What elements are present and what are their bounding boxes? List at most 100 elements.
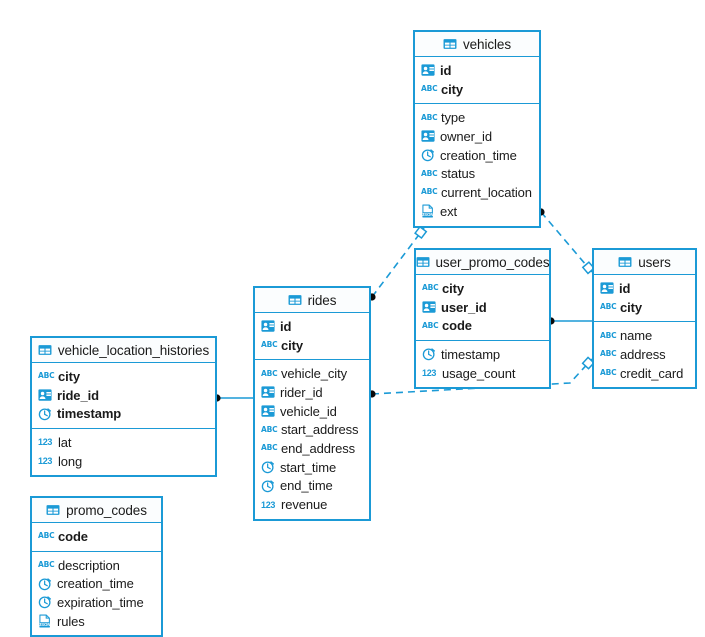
table-header-promo_codes[interactable]: promo_codes <box>32 498 161 523</box>
id-card-icon <box>600 282 614 295</box>
abc-string-icon: ABC <box>38 531 55 541</box>
field-label: id <box>619 280 631 296</box>
id-card-icon <box>38 389 52 401</box>
table-title: rides <box>307 292 337 308</box>
field-row-id[interactable]: id <box>255 317 369 336</box>
field-label: timestamp <box>57 406 122 422</box>
field-label: start_time <box>280 459 337 475</box>
table-header-rides[interactable]: rides <box>255 288 369 313</box>
field-row-rider_id[interactable]: rider_id <box>255 383 369 402</box>
field-label: vehicle_id <box>280 403 337 419</box>
field-row-revenue[interactable]: 123 revenue <box>255 495 369 514</box>
field-row-vehicle_id[interactable]: vehicle_id <box>255 402 369 421</box>
field-label: city <box>620 299 643 315</box>
123-number-icon: 123 <box>261 499 276 510</box>
table-header-vehicle_location_histories[interactable]: vehicle_location_histories <box>32 338 215 363</box>
abc-string-icon: ABC <box>261 443 278 453</box>
field-label: type <box>441 110 466 126</box>
table-grid-icon <box>618 257 632 267</box>
field-row-expiration_time[interactable]: expiration_time <box>32 593 161 612</box>
field-label: city <box>281 337 304 353</box>
field-label: revenue <box>281 497 328 513</box>
id-card-icon <box>261 320 275 333</box>
field-row-ext[interactable]: JSON ext <box>415 202 539 221</box>
relationship-vehicle_location_histories-to-rides[interactable] <box>213 394 253 402</box>
field-row-id[interactable]: id <box>594 279 695 298</box>
field-label: id <box>440 62 452 78</box>
field-row-timestamp[interactable]: timestamp <box>32 404 215 423</box>
field-row-start_time[interactable]: start_time <box>255 458 369 477</box>
clock-icon <box>421 149 435 162</box>
abc-string-icon: ABC <box>421 187 438 197</box>
abc-string-icon: ABC <box>261 340 278 350</box>
field-row-creation_time[interactable]: creation_time <box>32 574 161 593</box>
table-header-vehicles[interactable]: vehicles <box>415 32 539 57</box>
table-grid-icon <box>288 295 302 305</box>
abc-string-icon: ABC <box>422 320 439 330</box>
abc-string-icon: ABC <box>600 302 617 312</box>
table-grid-icon <box>46 505 60 515</box>
field-label: owner_id <box>440 128 492 144</box>
field-row-end_time[interactable]: end_time <box>255 477 369 496</box>
field-row-rules[interactable]: JSON rules <box>32 612 161 631</box>
123-number-icon: 123 <box>38 456 53 467</box>
field-label: start_address <box>281 422 359 438</box>
field-row-ride_id[interactable]: ride_id <box>32 386 215 405</box>
field-label: city <box>442 280 465 296</box>
table-title: user_promo_codes <box>435 254 550 270</box>
field-label: code <box>58 528 88 544</box>
field-row-user_id[interactable]: user_id <box>416 298 549 317</box>
field-label: rules <box>57 613 85 629</box>
table-header-users[interactable]: users <box>594 250 695 275</box>
table-grid-icon <box>416 257 429 267</box>
table-header-user_promo_codes[interactable]: user_promo_codes <box>416 250 550 275</box>
relationship-user_promo_codes-to-users[interactable] <box>547 317 592 325</box>
field-label: expiration_time <box>57 594 144 610</box>
json-document-icon: JSON <box>422 204 434 218</box>
field-row-timestamp[interactable]: timestamp <box>416 345 549 364</box>
abc-string-icon: ABC <box>261 424 278 434</box>
svg-text:JSON: JSON <box>422 212 434 217</box>
json-document-icon: JSON <box>39 614 51 628</box>
123-number-icon: 123 <box>38 437 53 448</box>
field-label: ext <box>440 203 458 219</box>
field-label: rider_id <box>280 384 323 400</box>
field-row-owner_id[interactable]: owner_id <box>415 127 539 146</box>
id-card-icon <box>421 130 435 143</box>
field-row-creation_time[interactable]: creation_time <box>415 146 539 165</box>
field-row-id[interactable]: id <box>415 61 539 80</box>
